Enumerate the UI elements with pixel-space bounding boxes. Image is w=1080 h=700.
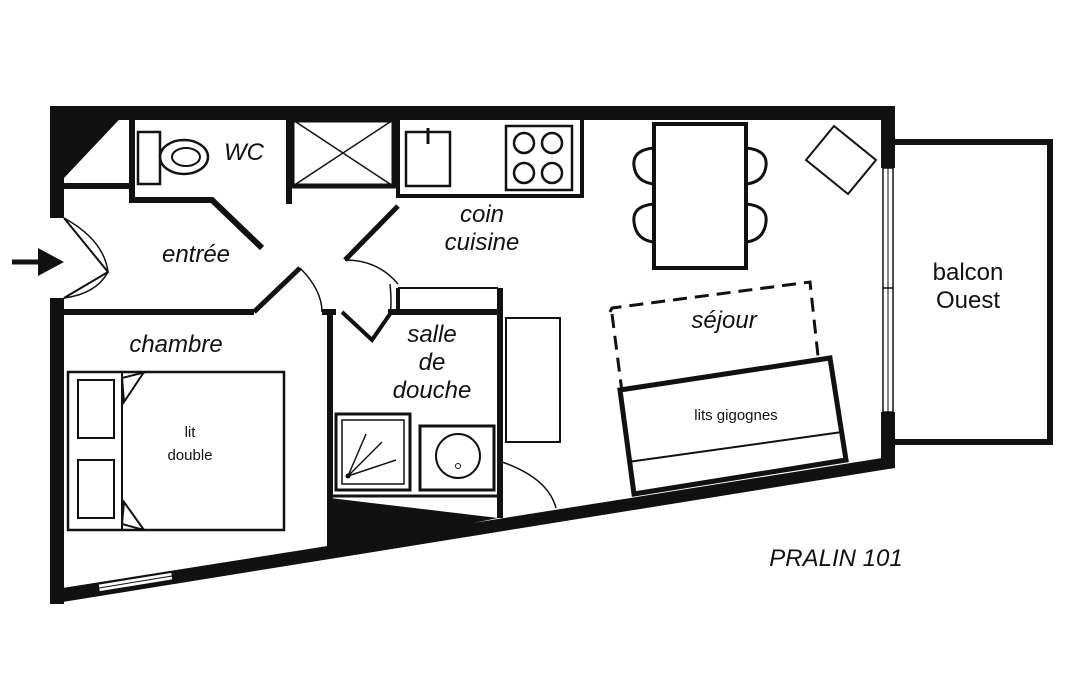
shaft-fill: [330, 498, 498, 552]
furniture-label-lit: lit: [185, 424, 197, 441]
balcony: [895, 139, 1053, 445]
bedroom-window: [97, 571, 174, 593]
corner-fill: [50, 106, 132, 178]
chair-icon: [632, 146, 768, 244]
top-wall: [50, 106, 895, 120]
cabinet: [505, 317, 561, 443]
bottom-wall: [50, 456, 895, 604]
shower-icon: [334, 412, 412, 492]
trundle-bed: [608, 280, 849, 497]
right-wall-lower: [881, 412, 895, 466]
room-label-douche: douche: [393, 377, 472, 404]
room-label-chambre: chambre: [129, 331, 222, 358]
furniture-label-lits-gigognes: lits gigognes: [694, 407, 777, 424]
room-label-coin: coin: [460, 201, 504, 228]
double-bed: [66, 370, 286, 532]
room-label-de: de: [419, 349, 446, 376]
stove-icon: [504, 124, 574, 192]
washbasin-icon: [418, 424, 496, 492]
room-label-balcon: balcon: [933, 259, 1004, 286]
furniture-label-double: double: [167, 447, 212, 464]
room-label-sejour: séjour: [691, 307, 757, 334]
room-label-salle: salle: [407, 321, 456, 348]
side-table-icon: [804, 124, 878, 196]
entrance-door-swing: [63, 217, 110, 299]
room-label-ouest: Ouest: [936, 287, 1000, 314]
dining-table: [652, 122, 748, 270]
plan-title: PRALIN 101: [769, 545, 902, 572]
outer-walls: [50, 106, 895, 604]
interior-walls: [64, 117, 584, 552]
right-wall-upper: [881, 106, 895, 168]
balcony-window: [882, 167, 894, 413]
sink-icon: [404, 128, 452, 188]
room-label-entree: entrée: [162, 241, 230, 268]
room-label-cuisine: cuisine: [445, 229, 520, 256]
entrance-arrow: [12, 248, 64, 276]
left-wall-lower: [50, 298, 64, 604]
toilet-icon: [136, 130, 210, 186]
room-label-wc: WC: [224, 139, 265, 166]
